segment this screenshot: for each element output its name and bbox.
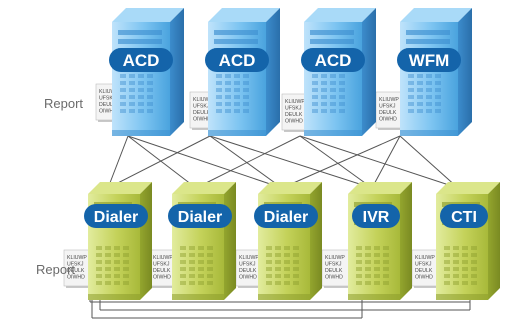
network-link (299, 135, 373, 189)
server-label: ACD (123, 51, 160, 70)
bottom-server-5: CTI (436, 182, 500, 300)
server-label-pill (168, 204, 232, 228)
top-server-1: ACD (109, 8, 184, 136)
report-doc-line: KLIUWP (379, 97, 399, 103)
network-link (209, 135, 283, 189)
report-doc-line: OIWHD (193, 117, 211, 123)
network-link (107, 135, 129, 189)
report-doc-line: KLIUWP (99, 89, 119, 95)
report-doc-line: UFSKJ (285, 106, 302, 112)
report-doc-line: OIWHD (153, 275, 171, 281)
report-doc-line: KLIUWP (193, 97, 213, 103)
server-label: ACD (315, 51, 352, 70)
report-doc-line: DEULK (379, 110, 397, 116)
report-doc-line: KLIUWP (153, 255, 173, 261)
server-label-pill (301, 48, 365, 72)
server-label: WFM (409, 51, 450, 70)
report-doc-line: UFSKJ (99, 96, 116, 102)
server-label: Dialer (94, 209, 138, 226)
report-doc-line: UFSKJ (193, 104, 210, 110)
report-doc-line: OIWHD (379, 117, 397, 123)
server-label-pill (397, 48, 461, 72)
network-link (195, 135, 301, 189)
network-link (127, 135, 283, 189)
network-link (371, 135, 401, 189)
report-doc-line: KLIUWP (67, 255, 87, 261)
report-doc-line: KLIUWP (285, 99, 305, 105)
report-doc-line: OIWHD (285, 119, 303, 125)
server-label: Dialer (264, 209, 308, 226)
network-link (127, 135, 197, 189)
network-link (299, 135, 459, 189)
bottom-server-1: Dialer (84, 182, 152, 300)
report-doc-line: DEULK (67, 268, 85, 274)
top-server-4: WFM (397, 8, 472, 136)
bottom-server-2: Dialer (168, 182, 236, 300)
report-doc-line: UFSKJ (239, 262, 256, 268)
bottom-server-3: Dialer (254, 182, 322, 300)
report-doc-line: DEULK (193, 110, 211, 116)
server-label-pill (352, 204, 400, 228)
report-doc-line: OIWHD (325, 275, 343, 281)
top-server-2: ACD (205, 8, 280, 136)
report-doc-line: UFSKJ (325, 262, 342, 268)
report-label-top: Report (44, 96, 84, 111)
report-doc-line: DEULK (153, 268, 171, 274)
report-doc-line: OIWHD (415, 275, 433, 281)
report-doc-line: KLIUWP (239, 255, 259, 261)
report-doc-line: UFSKJ (379, 104, 396, 110)
report-doc-line: KLIUWP (415, 255, 435, 261)
report-doc-line: DEULK (325, 268, 343, 274)
report-label-bottom: Report (36, 262, 76, 277)
network-link (107, 135, 211, 189)
network-link (399, 135, 459, 189)
report-doc-line: OIWHD (67, 275, 85, 281)
report-doc-line: KLIUWP (325, 255, 345, 261)
server-label: Dialer (178, 209, 222, 226)
report-doc-line: DEULK (99, 102, 117, 108)
server-label-pill (440, 204, 488, 228)
server-label-pill (84, 204, 148, 228)
server-label-pill (109, 48, 173, 72)
bottom-server-4: IVR (348, 182, 412, 300)
servers: ACD ACD ACD WFM Dialer Dialer Dialer IVR CTI (84, 8, 500, 300)
network-link (209, 135, 373, 189)
report-doc-line: UFSKJ (67, 262, 84, 268)
report-doc-line: UFSKJ (153, 262, 170, 268)
server-label: IVR (363, 209, 390, 226)
server-label: ACD (219, 51, 256, 70)
server-label-pill (254, 204, 318, 228)
report-doc-line: UFSKJ (415, 262, 432, 268)
report-doc-line: OIWHD (99, 109, 117, 115)
server-label: CTI (451, 209, 477, 226)
report-doc-line: DEULK (415, 268, 433, 274)
report-doc-line: OIWHD (239, 275, 257, 281)
network-link (281, 135, 401, 189)
network-links (89, 135, 471, 319)
report-doc-line: DEULK (285, 112, 303, 118)
top-server-3: ACD (301, 8, 376, 136)
server-label-pill (205, 48, 269, 72)
report-doc-line: DEULK (239, 268, 257, 274)
